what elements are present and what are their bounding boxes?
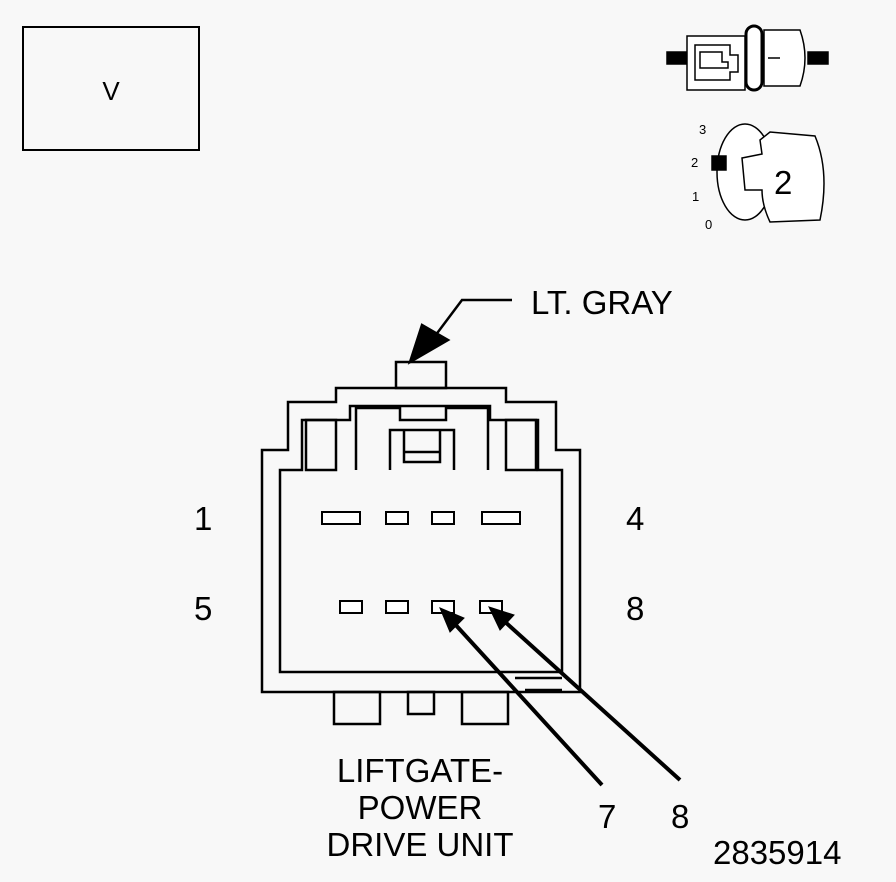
- ignition-position-1: 1: [692, 189, 700, 204]
- figure-number: 2835914: [713, 834, 842, 871]
- row-label-top-left: 1: [194, 500, 213, 537]
- pin-4: [481, 511, 521, 525]
- connector-name-line-3: DRIVE UNIT: [326, 826, 514, 863]
- pin-5: [339, 600, 363, 614]
- pin-2: [385, 511, 409, 525]
- color-pointer: [407, 298, 512, 365]
- row-label-bottom-left: 5: [194, 590, 213, 627]
- pin-3: [431, 511, 455, 525]
- callout-pin-7: 7: [598, 798, 617, 835]
- ignition-key-icon: [711, 123, 825, 223]
- callout-arrows: [439, 606, 682, 787]
- connector-name-line-1: LIFTGATE-: [336, 752, 504, 789]
- connector-name: LIFTGATE- POWER DRIVE UNIT: [250, 752, 590, 863]
- view-label: V: [102, 76, 120, 106]
- terminal-pins: [321, 511, 521, 614]
- ignition-key-number: 2: [774, 164, 793, 201]
- callout-pin-8: 8: [671, 798, 690, 835]
- ignition-position-3: 3: [699, 122, 707, 137]
- pin-6: [385, 600, 409, 614]
- row-label-bottom-right: 8: [626, 590, 645, 627]
- connector-body: [260, 360, 582, 726]
- row-label-top-right: 4: [626, 500, 645, 537]
- connector-name-line-2: POWER: [357, 789, 483, 826]
- ignition-position-2: 2: [691, 155, 699, 170]
- connector-color-label: LT. GRAY: [531, 284, 673, 321]
- ignition-position-0: 0: [705, 217, 713, 232]
- pin-1: [321, 511, 361, 525]
- view-box: V: [22, 26, 200, 151]
- fuse-icon: [666, 24, 829, 92]
